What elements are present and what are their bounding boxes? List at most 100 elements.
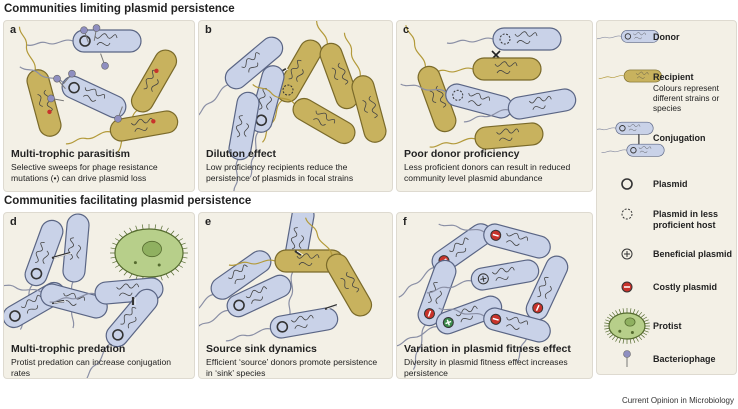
legend-protist: Protist — [653, 321, 682, 331]
donor-cell — [597, 30, 660, 43]
chromosome — [627, 124, 641, 131]
legend-costly: Costly plasmid — [653, 282, 718, 292]
conjugation-pilus-highlight — [53, 300, 67, 304]
bacteriophage-icon — [63, 69, 76, 84]
cell-body — [319, 42, 359, 110]
flagellum — [225, 328, 271, 342]
cilium — [112, 242, 118, 246]
flagellum — [597, 127, 616, 131]
cell-body — [40, 283, 108, 319]
legend-recipient: Recipient — [653, 72, 694, 82]
cilium — [180, 260, 186, 264]
legend-conjugation-icon — [597, 121, 665, 157]
phage-head — [623, 350, 631, 358]
plasmid-icon — [112, 329, 124, 341]
panel-title: Variation in plasmid ﬁtness effect — [404, 343, 571, 355]
chromosome — [331, 62, 349, 85]
donor-cell — [83, 288, 159, 378]
cell-body — [24, 219, 64, 287]
panel-label: f — [403, 216, 407, 228]
panel-label: c — [403, 24, 410, 36]
cilium — [611, 311, 616, 317]
cilium — [615, 337, 619, 342]
flagellum — [4, 321, 5, 350]
panel-d-illustration — [4, 213, 188, 378]
chromosome — [20, 294, 42, 314]
legend-plasmid-less-icon — [621, 208, 633, 220]
cilium — [129, 227, 133, 233]
cilium — [605, 319, 611, 322]
legend-beneficial: Beneﬁcial plasmid — [653, 249, 733, 259]
panel-title: Multi-trophic predation — [11, 343, 126, 355]
phage-head — [92, 24, 101, 32]
cilium — [638, 311, 643, 317]
cilium — [644, 322, 650, 325]
flagellum — [249, 131, 259, 178]
flagellum — [199, 293, 214, 325]
cilium — [178, 238, 183, 242]
flagellum — [426, 280, 472, 294]
cilium — [606, 316, 612, 320]
panel-label: d — [10, 216, 17, 228]
cilium — [118, 234, 124, 238]
cilium — [606, 332, 612, 336]
cilium — [622, 308, 625, 314]
plus — [480, 275, 487, 282]
plasmid-icon — [68, 81, 80, 94]
panel-description: Diversity in plasmid fitness effect incr… — [404, 357, 568, 378]
phage-tail — [93, 30, 97, 41]
donor-cell — [199, 250, 272, 325]
conjugation-pilus — [294, 250, 302, 256]
cell-body — [325, 253, 373, 317]
legend-icons — [597, 30, 665, 367]
cilium — [123, 230, 128, 235]
donor-cell — [438, 223, 551, 259]
panel-title: Multi-trophic parasitism — [11, 148, 131, 160]
donor-cell — [397, 295, 503, 347]
minus — [492, 233, 499, 237]
cell-body — [224, 36, 284, 90]
chromosome — [228, 264, 248, 285]
cell-body — [507, 88, 577, 120]
cell-body — [292, 97, 356, 145]
cilium — [642, 316, 648, 320]
cell-body — [226, 274, 292, 318]
mutation-dot — [47, 109, 52, 115]
phage-head — [47, 94, 55, 103]
chromosome — [506, 316, 528, 330]
recipient-cell — [252, 84, 356, 145]
recipient-cell — [262, 39, 323, 143]
cell-body — [269, 307, 339, 339]
bacteriophage-icon — [92, 24, 101, 41]
chromosome — [635, 71, 649, 79]
cilium — [635, 337, 639, 342]
flagellum — [438, 223, 485, 233]
flagellum — [199, 84, 229, 119]
cilium — [135, 225, 138, 231]
flagellum — [83, 343, 111, 378]
cilium — [123, 271, 128, 276]
cilium — [615, 310, 619, 315]
flagellum — [228, 259, 276, 266]
panel-description: Protist predation can increase conjugati… — [11, 357, 172, 378]
cell-body — [228, 91, 260, 161]
cilium — [609, 314, 614, 318]
chromosome — [494, 61, 518, 74]
cilium — [178, 264, 183, 268]
donor-cell — [446, 27, 562, 51]
chromosome — [340, 271, 360, 293]
chromosome — [449, 237, 469, 258]
conjugation-pilus — [51, 251, 71, 260]
chromosome — [68, 237, 81, 260]
legend-bacteriophage: Bacteriophage — [653, 354, 716, 364]
panel-a: a Multi-trophic parasitism Selective swe… — [3, 20, 195, 192]
cilium — [618, 308, 622, 314]
panel-e: e Source sink dynamics Efﬁcient ‘source’… — [198, 212, 393, 379]
cilium — [640, 334, 645, 338]
cilium — [115, 264, 120, 268]
protist-nucleus — [624, 317, 636, 327]
cilium — [170, 230, 175, 235]
cilium — [160, 225, 163, 231]
chromosome — [455, 305, 478, 323]
cilium — [640, 314, 645, 318]
